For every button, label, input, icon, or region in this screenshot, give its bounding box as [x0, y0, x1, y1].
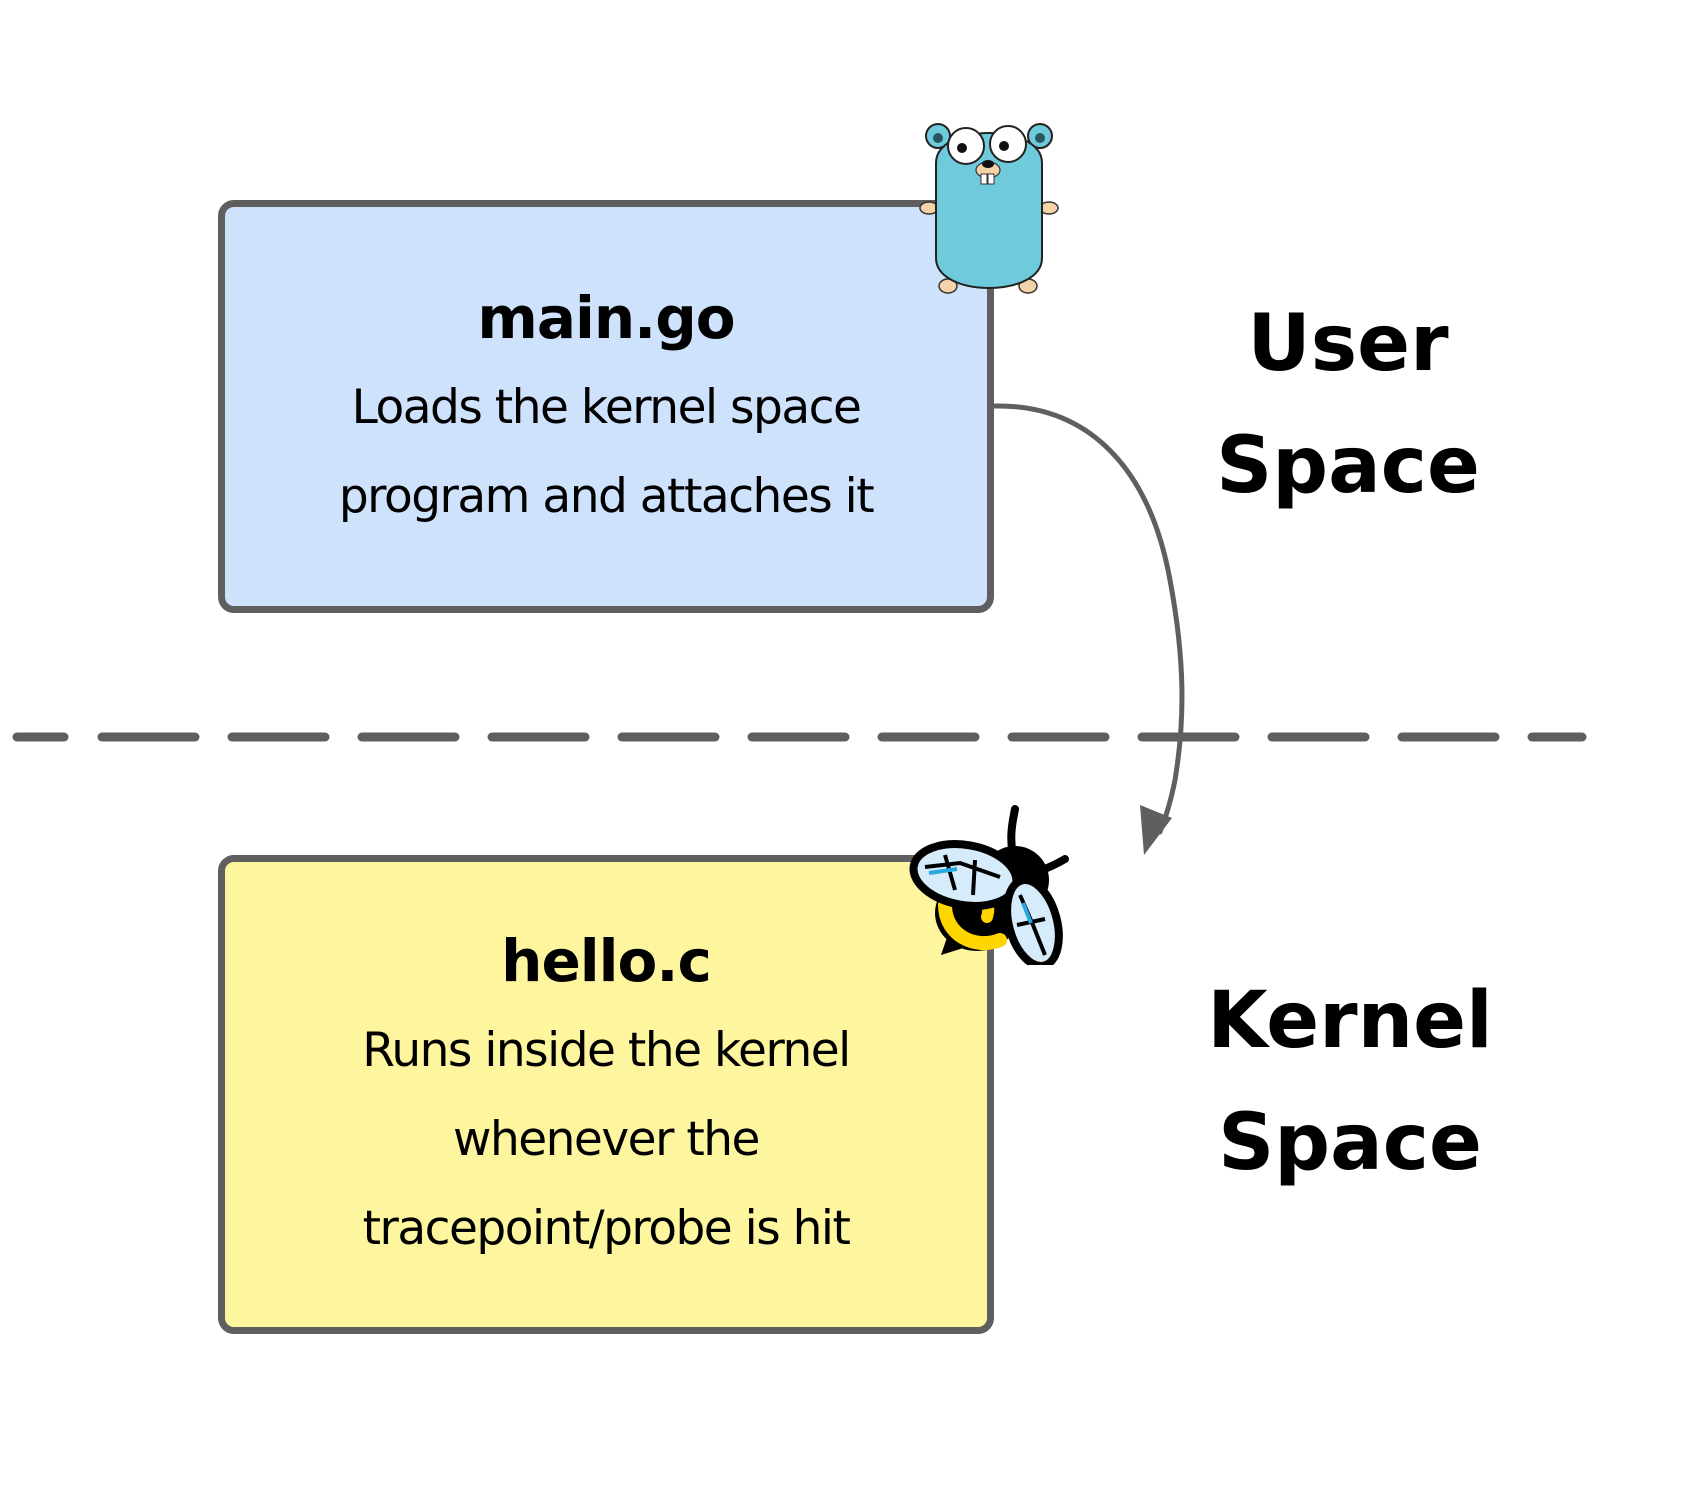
- user-program-desc-line: Loads the kernel space: [351, 379, 862, 435]
- user-space-program-box: main.go Loads the kernel space program a…: [218, 200, 994, 613]
- kernel-space-program-box: hello.c Runs inside the kernel whenever …: [218, 855, 994, 1334]
- kernel-space-label-line: Kernel: [1207, 976, 1493, 1066]
- kernel-program-desc-line: Runs inside the kernel: [362, 1023, 851, 1078]
- user-program-title: main.go: [477, 283, 735, 352]
- kernel-program-title: hello.c: [501, 927, 712, 995]
- kernel-program-desc-line: tracepoint/probe is hit: [362, 1201, 851, 1256]
- kernel-program-desc-line: whenever the: [453, 1112, 760, 1167]
- kernel-space-label-line: Space: [1218, 1098, 1482, 1188]
- ebpf-bee-icon: [909, 805, 1069, 965]
- load-attach-arrow: [991, 403, 1185, 835]
- go-gopher-icon: [919, 123, 1059, 294]
- user-space-label: User Space: [1198, 283, 1498, 527]
- arrow-head-icon: [1140, 805, 1172, 855]
- user-space-label-line: Space: [1216, 421, 1480, 511]
- kernel-space-label: Kernel Space: [1200, 960, 1500, 1204]
- user-program-desc-line: program and attaches it: [338, 468, 875, 524]
- user-space-label-line: User: [1247, 299, 1449, 389]
